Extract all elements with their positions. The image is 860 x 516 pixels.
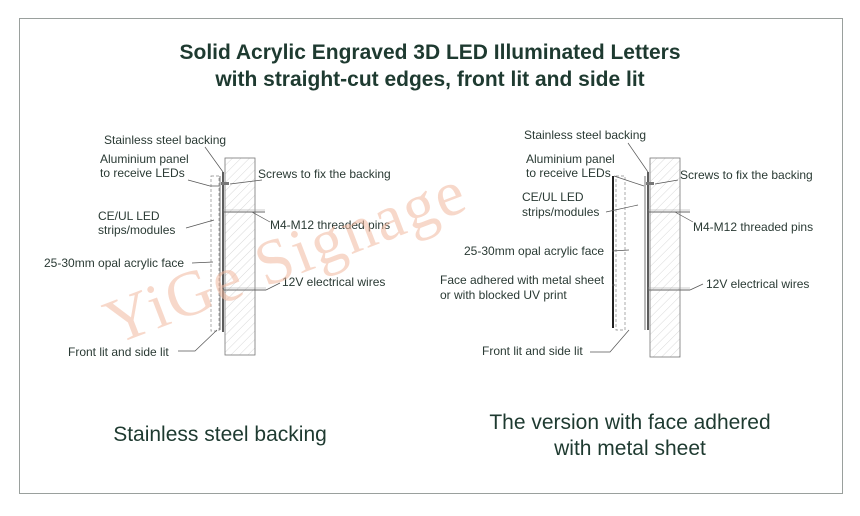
left-caption: Stainless steel backing [113, 423, 327, 446]
left-label-panel-1: Aluminium panel [100, 152, 189, 166]
title-line-2: with straight-cut edges, front lit and s… [215, 68, 645, 91]
right-label-backing: Stainless steel backing [524, 128, 646, 142]
right-diagram: Stainless steel backing Aluminium panel … [440, 128, 813, 358]
left-label-backing: Stainless steel backing [104, 133, 226, 147]
right-label-screws: Screws to fix the backing [680, 168, 813, 182]
right-label-face-2: or with blocked UV print [440, 288, 567, 302]
right-wall [649, 157, 681, 358]
right-label-face-1: Face adhered with metal sheet [440, 273, 605, 287]
right-label-pins: M4-M12 threaded pins [693, 220, 813, 234]
right-label-led-1: CE/UL LED [522, 190, 584, 204]
left-label-screws: Screws to fix the backing [258, 167, 391, 181]
right-screw [646, 182, 654, 185]
left-label-panel-2: to receive LEDs [100, 166, 185, 180]
right-label-acrylic: 25-30mm opal acrylic face [464, 244, 604, 258]
right-caption-line-2: with metal sheet [554, 437, 706, 460]
right-label-panel-2: to receive LEDs [526, 166, 611, 180]
right-acrylic-face [615, 175, 626, 331]
left-acrylic-face [210, 175, 220, 332]
diagram-frame [19, 18, 843, 494]
left-diagram: Stainless steel backing Aluminium panel … [44, 133, 391, 359]
title-line-1: Solid Acrylic Engraved 3D LED Illuminate… [179, 41, 681, 64]
left-label-wires: 12V electrical wires [282, 275, 385, 289]
left-screw [221, 182, 229, 185]
left-wall [224, 157, 256, 356]
right-label-lit: Front lit and side lit [482, 344, 583, 358]
right-caption-line-1: The version with face adhered [489, 411, 771, 434]
left-label-pins: M4-M12 threaded pins [270, 218, 390, 232]
left-label-led-1: CE/UL LED [98, 209, 160, 223]
left-label-acrylic: 25-30mm opal acrylic face [44, 256, 184, 270]
left-label-lit: Front lit and side lit [68, 345, 169, 359]
right-label-wires: 12V electrical wires [706, 277, 809, 291]
left-label-led-2: strips/modules [98, 223, 175, 237]
right-label-panel-1: Aluminium panel [526, 152, 615, 166]
right-label-led-2: strips/modules [522, 205, 599, 219]
